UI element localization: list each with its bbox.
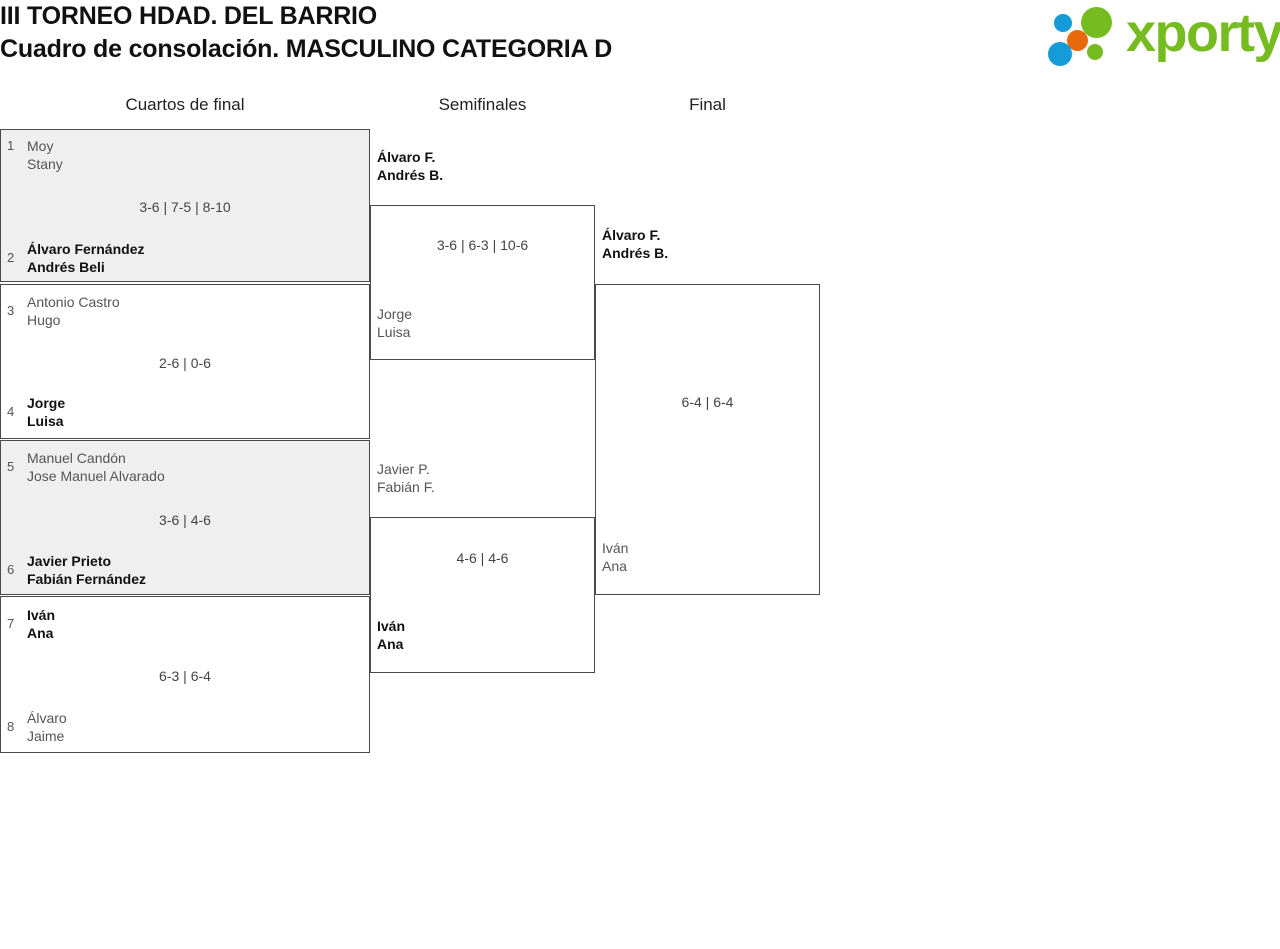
team-entry[interactable]: Iván Ana <box>27 606 55 642</box>
seed-number: 1 <box>7 138 15 153</box>
player-name: Stany <box>27 156 63 172</box>
player-name: Jorge <box>377 306 413 322</box>
match-score: 2-6 | 0-6 <box>159 355 211 371</box>
player-name: Álvaro F. <box>377 149 436 165</box>
player-name: Manuel Candón <box>27 450 126 466</box>
match-score: 3-6 | 7-5 | 8-10 <box>139 199 231 215</box>
round-header-quarterfinals: Cuartos de final <box>125 95 245 114</box>
player-name: Álvaro F. <box>602 227 661 243</box>
match-box[interactable]: 5 Manuel Candón Jose Manuel Alvarado 6 J… <box>0 440 370 595</box>
seed-number: 8 <box>7 719 15 734</box>
player-name: Iván <box>377 618 406 634</box>
seed-number: 4 <box>7 404 15 419</box>
seed-number: 6 <box>7 562 15 577</box>
round-header-semifinals: Semifinales <box>438 95 527 114</box>
player-name: Antonio Castro <box>27 294 120 310</box>
player-name: Fabián F. <box>377 479 435 495</box>
page-title: III TORNEO HDAD. DEL BARRIO Cuadro de co… <box>0 0 900 66</box>
team-entry[interactable]: Javier P. Fabián F. <box>377 460 435 496</box>
match-score: 4-6 | 4-6 <box>456 550 509 566</box>
match-box[interactable]: 1 Moy Stany 2 Álvaro Fernández Andrés Be… <box>0 129 370 282</box>
player-name: Jose Manuel Alvarado <box>27 468 165 484</box>
team-entry[interactable]: Jorge Luisa <box>27 394 65 430</box>
team-entry[interactable]: Álvaro F. Andrés B. <box>602 226 668 262</box>
match-box[interactable]: 3 Antonio Castro Hugo 4 Jorge Luisa 2-6 … <box>0 284 370 439</box>
seed-number: 7 <box>7 616 15 631</box>
player-name: Andrés B. <box>377 167 444 183</box>
tournament-name: III TORNEO HDAD. DEL BARRIO <box>0 2 378 30</box>
player-name: Moy <box>27 138 54 154</box>
match-box[interactable]: Jorge Luisa 3-6 | 6-3 | 10-6 <box>370 205 595 360</box>
player-name: Álvaro <box>27 710 67 726</box>
player-name: Luisa <box>27 413 64 429</box>
player-name: Ana <box>602 558 627 574</box>
player-name: Hugo <box>27 312 61 328</box>
match-score: 6-4 | 6-4 <box>681 394 734 410</box>
logo-dot-green-small <box>1087 44 1103 60</box>
match-box[interactable]: Iván Ana 6-4 | 6-4 <box>595 284 820 595</box>
player-name: Jaime <box>27 728 65 744</box>
player-name: Luisa <box>377 324 411 340</box>
match-score: 6-3 | 6-4 <box>159 668 211 684</box>
team-entry[interactable]: Manuel Candón Jose Manuel Alvarado <box>27 449 165 485</box>
player-name: Iván <box>602 540 629 556</box>
logo-dot-blue-small <box>1054 14 1072 32</box>
player-name: Javier Prieto <box>27 553 112 569</box>
round-header-final: Final <box>689 95 726 114</box>
seed-number: 2 <box>7 250 15 265</box>
team-entry[interactable]: Iván Ana <box>602 539 628 575</box>
match-box[interactable]: 7 Iván Ana 8 Álvaro Jaime 6-3 | 6-4 <box>0 596 370 753</box>
player-name: Iván <box>27 607 56 623</box>
team-entry[interactable]: Álvaro Jaime <box>27 709 67 745</box>
match-score: 3-6 | 4-6 <box>159 512 211 528</box>
player-name: Ana <box>27 625 54 641</box>
team-entry[interactable]: Álvaro F. Andrés B. <box>377 148 443 184</box>
tournament-subtitle: Cuadro de consolación. MASCULINO CATEGOR… <box>0 35 613 63</box>
xporty-logo[interactable]: xporty <box>1048 3 1280 68</box>
team-entry[interactable]: Álvaro Fernández Andrés Beli <box>27 240 144 276</box>
seed-number: 5 <box>7 459 15 474</box>
logo-dot-orange <box>1067 30 1088 51</box>
match-box[interactable]: Iván Ana 4-6 | 4-6 <box>370 517 595 673</box>
player-name: Andrés Beli <box>27 259 105 275</box>
seed-number: 3 <box>7 303 15 318</box>
logo-wordmark: xporty <box>1126 3 1280 63</box>
player-name: Fabián Fernández <box>27 571 147 587</box>
team-entry[interactable]: Javier Prieto Fabián Fernández <box>27 552 146 588</box>
player-name: Álvaro Fernández <box>27 241 145 257</box>
logo-dot-green-large <box>1081 7 1112 38</box>
team-entry[interactable]: Moy Stany <box>27 137 63 173</box>
team-entry[interactable]: Jorge Luisa <box>377 305 412 341</box>
player-name: Andrés B. <box>602 245 669 261</box>
team-entry[interactable]: Antonio Castro Hugo <box>27 293 120 329</box>
match-score: 3-6 | 6-3 | 10-6 <box>436 237 529 253</box>
logo-dot-blue-large <box>1048 42 1072 66</box>
player-name: Javier P. <box>377 461 430 477</box>
player-name: Ana <box>377 636 404 652</box>
player-name: Jorge <box>27 395 66 411</box>
team-entry[interactable]: Iván Ana <box>377 617 405 653</box>
